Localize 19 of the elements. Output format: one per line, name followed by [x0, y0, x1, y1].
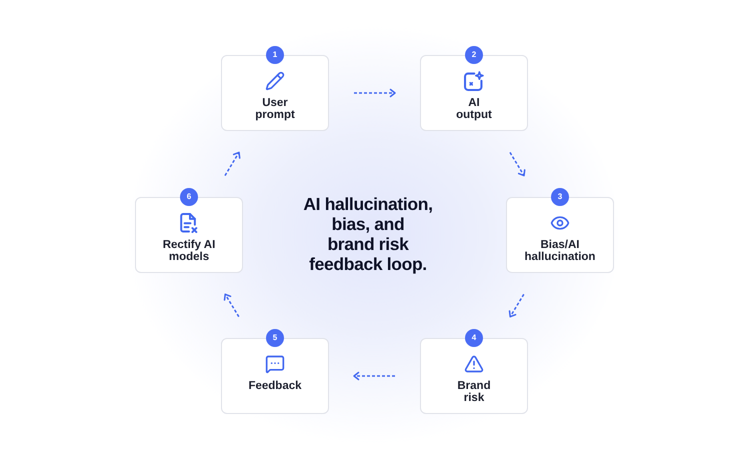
- step-number-badge: 1: [266, 46, 284, 64]
- step-label: Brand risk: [456, 380, 492, 404]
- dashed-arrow: [508, 294, 524, 318]
- step-label: User prompt: [254, 97, 296, 121]
- step-label: Feedback: [248, 380, 302, 392]
- step-number-badge: 6: [180, 188, 198, 206]
- dashed-arrow: [224, 294, 240, 318]
- dashed-arrow: [224, 152, 240, 176]
- dashed-arrow: [353, 372, 395, 380]
- dashed-arrow: [354, 88, 396, 98]
- dashed-arrow: [509, 152, 526, 176]
- diagram-title: AI hallucination, bias, and brand risk feedback loop.: [302, 194, 434, 274]
- step-number-badge: 2: [465, 46, 483, 64]
- step-number-badge: 5: [266, 329, 284, 347]
- step-label: AI output: [455, 97, 493, 121]
- step-label: Rectify AI models: [162, 239, 216, 263]
- step-label: Bias/AI hallucination: [524, 239, 596, 263]
- step-number-badge: 4: [465, 329, 483, 347]
- step-number-badge: 3: [551, 188, 569, 206]
